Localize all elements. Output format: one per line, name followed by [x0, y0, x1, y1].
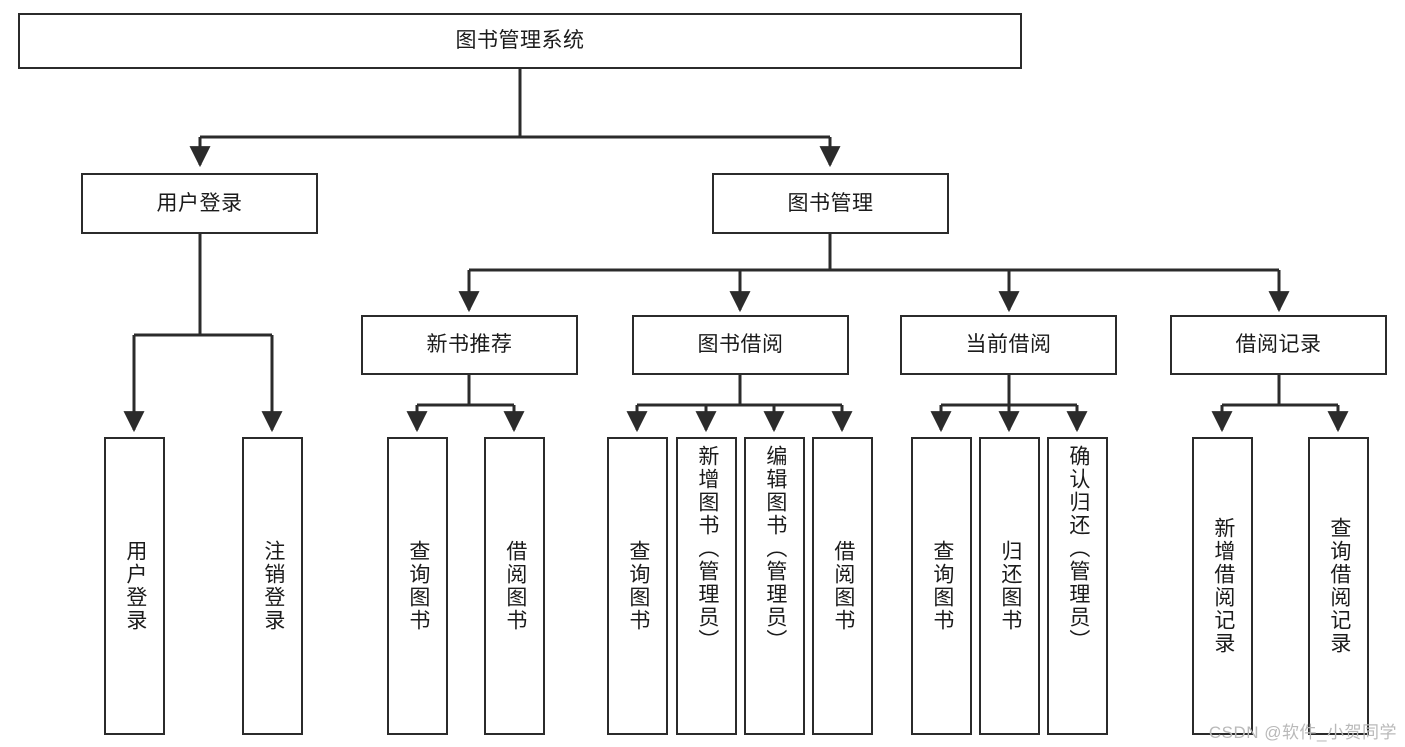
node-label: 借阅记录 [1235, 333, 1322, 357]
leaf-user-login[interactable]: 用户登录 [104, 437, 165, 735]
node-label: 编辑图书（管理员） [763, 445, 787, 652]
leaf-edit-book-admin[interactable]: 编辑图书（管理员） [744, 437, 805, 735]
node-label: 确认归还（管理员） [1066, 445, 1090, 652]
leaf-query-book-borrow[interactable]: 查询图书 [607, 437, 668, 735]
node-new-book-recommend[interactable]: 新书推荐 [361, 315, 578, 375]
node-label: 用户登录 [123, 540, 147, 632]
node-borrow-record[interactable]: 借阅记录 [1170, 315, 1387, 375]
node-label: 注销登录 [261, 540, 285, 632]
node-label: 图书管理 [787, 191, 874, 215]
leaf-query-book-recommend[interactable]: 查询图书 [387, 437, 448, 735]
leaf-logout[interactable]: 注销登录 [242, 437, 303, 735]
node-label: 当前借阅 [965, 333, 1052, 357]
leaf-query-borrow-record[interactable]: 查询借阅记录 [1308, 437, 1369, 735]
leaf-confirm-return-admin[interactable]: 确认归还（管理员） [1047, 437, 1108, 735]
node-label: 查询借阅记录 [1327, 517, 1351, 655]
node-label: 图书管理系统 [455, 29, 585, 53]
leaf-borrow-book-recommend[interactable]: 借阅图书 [484, 437, 545, 735]
leaf-borrow-book[interactable]: 借阅图书 [812, 437, 873, 735]
node-label: 用户登录 [156, 191, 243, 215]
node-label: 新增图书（管理员） [695, 445, 719, 652]
node-label: 归还图书 [998, 540, 1022, 632]
leaf-add-book-admin[interactable]: 新增图书（管理员） [676, 437, 737, 735]
node-user-login[interactable]: 用户登录 [81, 173, 318, 234]
node-label: 借阅图书 [503, 540, 527, 632]
csdn-watermark: CSDN @软件_小贺同学 [1208, 723, 1397, 742]
node-label: 新增借阅记录 [1211, 517, 1235, 655]
node-current-borrow[interactable]: 当前借阅 [900, 315, 1117, 375]
leaf-add-borrow-record[interactable]: 新增借阅记录 [1192, 437, 1253, 735]
leaf-query-book-current[interactable]: 查询图书 [911, 437, 972, 735]
node-label: 查询图书 [626, 540, 650, 632]
node-label: 新书推荐 [426, 333, 513, 357]
node-book-management[interactable]: 图书管理 [712, 173, 949, 234]
node-label: 查询图书 [406, 540, 430, 632]
node-book-borrow[interactable]: 图书借阅 [632, 315, 849, 375]
node-root-system[interactable]: 图书管理系统 [18, 13, 1022, 69]
leaf-return-book[interactable]: 归还图书 [979, 437, 1040, 735]
node-label: 图书借阅 [697, 333, 784, 357]
node-label: 借阅图书 [831, 540, 855, 632]
node-label: 查询图书 [930, 540, 954, 632]
